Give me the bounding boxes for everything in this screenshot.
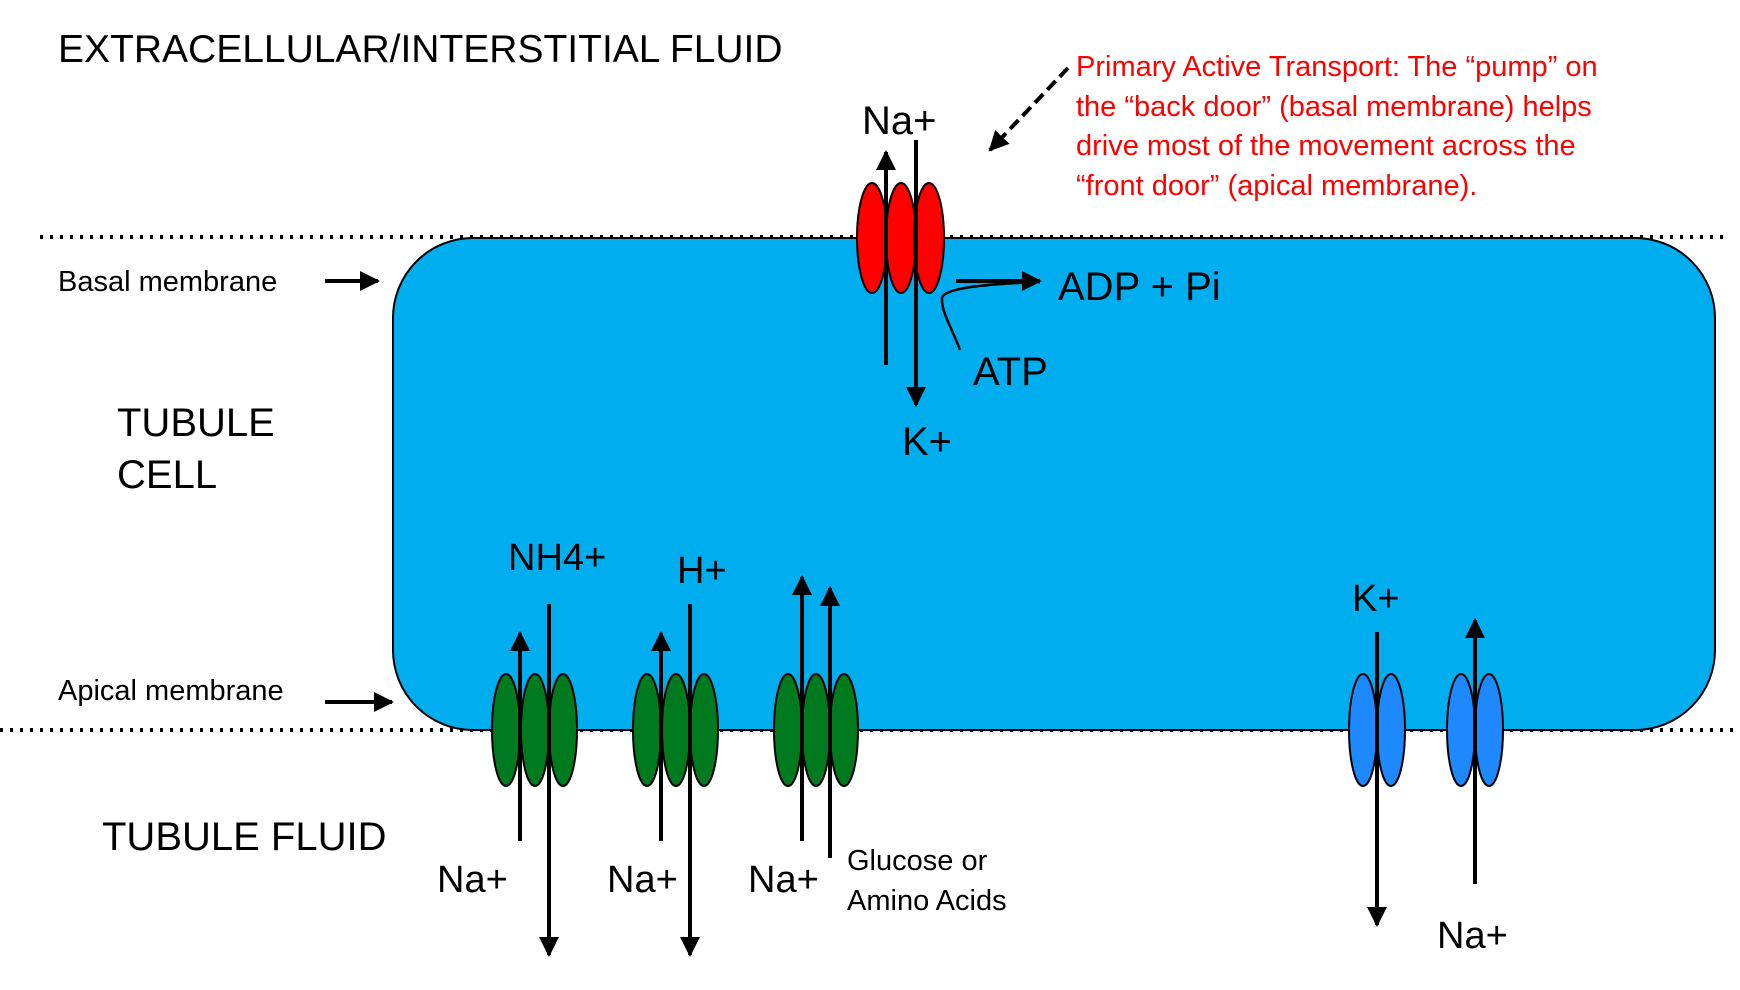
tubule-cell xyxy=(392,237,1716,731)
na-label-2: Na+ xyxy=(607,859,678,901)
nh4-label: NH4+ xyxy=(508,537,606,579)
tubule-cell-label-line1: TUBULE xyxy=(117,401,275,445)
na-channel-label: Na+ xyxy=(1437,915,1508,957)
pump-subunit xyxy=(856,182,888,294)
annotation-pointer-arrow xyxy=(988,66,1070,152)
atp-curve xyxy=(940,280,1041,351)
pump-subunit xyxy=(885,182,917,294)
adp-pi-label: ADP + Pi xyxy=(1058,265,1221,309)
glucose-label-line2: Amino Acids xyxy=(847,885,1007,917)
channel-subunit xyxy=(1376,673,1406,787)
tubule-fluid-label: TUBULE FLUID xyxy=(102,815,387,859)
apical-membrane-label: Apical membrane xyxy=(58,675,284,707)
glucose-label-line1: Glucose or xyxy=(847,845,988,877)
annotation-line-4: “front door” (apical membrane). xyxy=(1076,170,1477,202)
atp-label: ATP xyxy=(973,350,1048,394)
transporter-subunit xyxy=(520,673,550,787)
pump-na-label: Na+ xyxy=(862,99,937,143)
k-channel-label: K+ xyxy=(1352,578,1400,620)
channel-subunit xyxy=(1446,673,1476,787)
na-glucose-symporter xyxy=(773,673,859,787)
h-na-antiporter xyxy=(632,673,719,787)
extracellular-fluid-label: EXTRACELLULAR/INTERSTITIAL FLUID xyxy=(58,28,783,71)
transporter-subunit xyxy=(491,673,521,787)
channel-subunit xyxy=(1348,673,1378,787)
primary-active-transport-annotation: Primary Active Transport: The “pump” on … xyxy=(1076,51,1598,202)
annotation-line-1: Primary Active Transport: The “pump” on xyxy=(1076,51,1598,83)
transporter-subunit xyxy=(801,673,831,787)
h-label: H+ xyxy=(677,550,727,592)
basal-membrane-label: Basal membrane xyxy=(58,266,277,298)
tubule-cell-label-line2: CELL xyxy=(117,453,217,497)
transporter-subunit xyxy=(829,673,859,787)
channel-subunit xyxy=(1474,673,1504,787)
pump-k-label: K+ xyxy=(902,420,952,464)
na-label-3: Na+ xyxy=(748,859,819,901)
pump-subunit xyxy=(913,182,945,294)
na-k-atpase-pump xyxy=(856,182,945,294)
annotation-line-3: drive most of the movement across the xyxy=(1076,130,1576,162)
na-label-1: Na+ xyxy=(437,859,508,901)
transporter-subunit xyxy=(661,673,691,787)
transporter-subunit xyxy=(632,673,662,787)
nh4-na-antiporter xyxy=(491,673,578,787)
annotation-line-2: the “back door” (basal membrane) helps xyxy=(1076,91,1592,123)
transporter-subunit xyxy=(689,673,719,787)
transporter-subunit xyxy=(773,673,803,787)
transporter-subunit xyxy=(548,673,578,787)
